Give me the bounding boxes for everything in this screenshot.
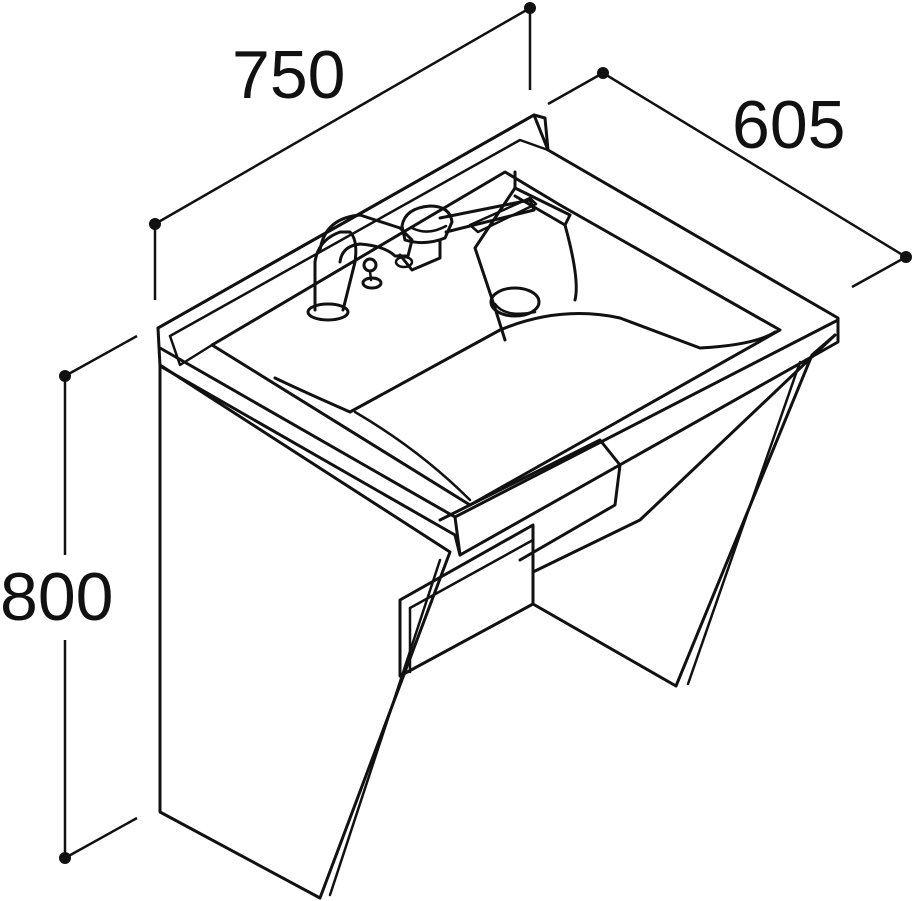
height-dimension: 800	[0, 334, 138, 864]
faucet	[306, 198, 536, 322]
width-dimension: 750	[149, 2, 536, 300]
cabinet-body	[158, 333, 837, 900]
height-value: 800	[0, 559, 113, 635]
depth-dimension: 605	[547, 67, 912, 289]
counter-top	[156, 113, 840, 562]
width-value: 750	[232, 37, 345, 113]
depth-value: 605	[732, 87, 845, 163]
